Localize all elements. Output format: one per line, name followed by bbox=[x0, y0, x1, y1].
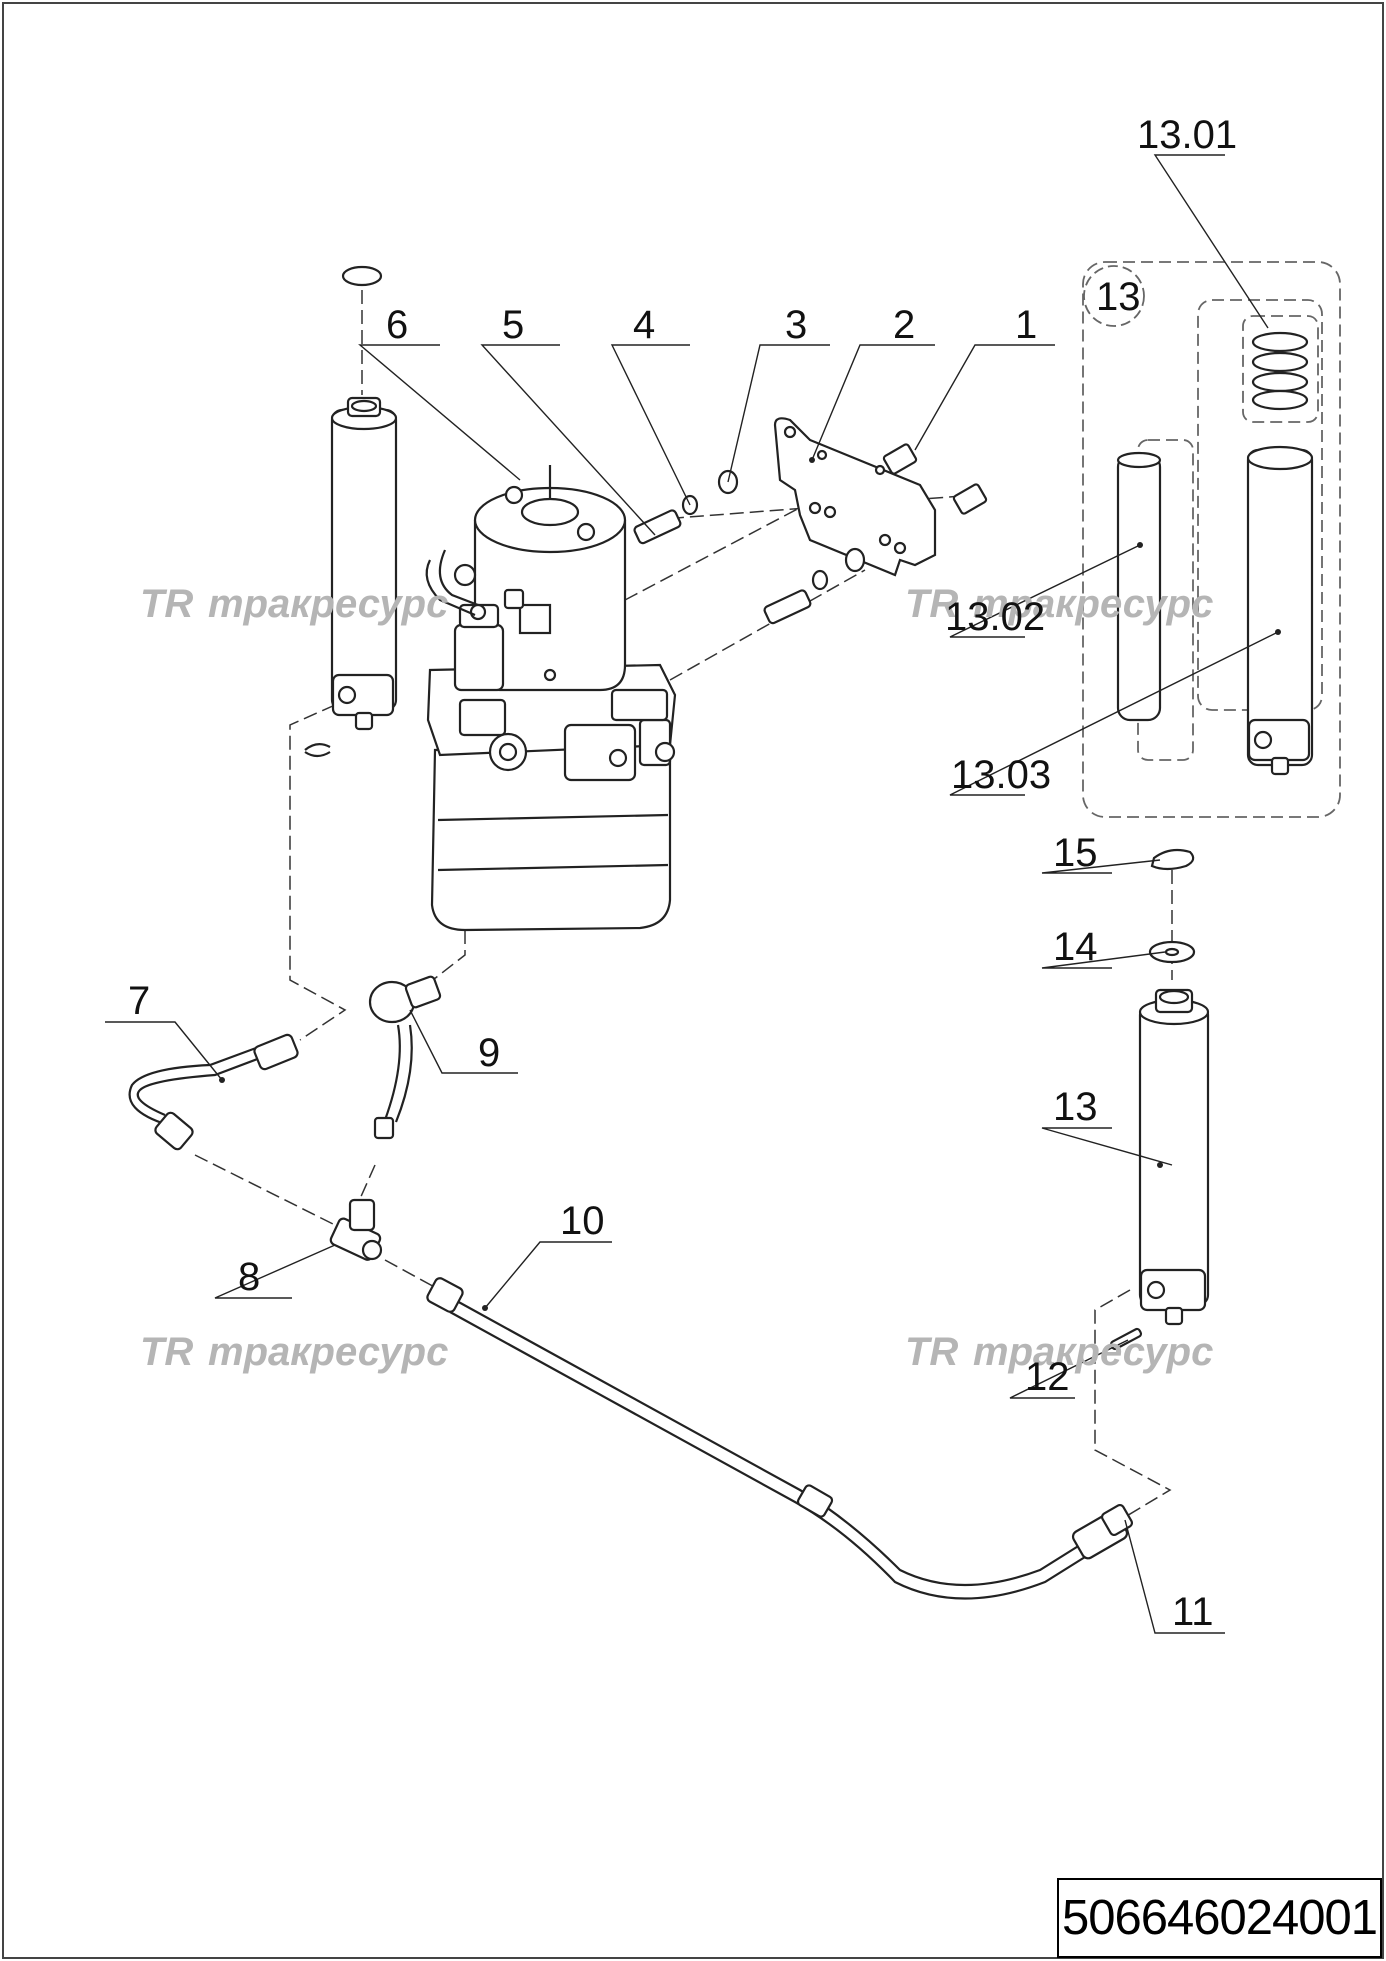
washer-left-top bbox=[341, 265, 383, 287]
leader-lines bbox=[105, 154, 1279, 1634]
callout-14: 14 bbox=[1053, 925, 1098, 969]
callout-9: 9 bbox=[478, 1031, 500, 1075]
svg-text:тракресурс: тракресурс bbox=[208, 1330, 448, 1374]
washer-3b bbox=[844, 547, 866, 573]
callout-12: 12 bbox=[1025, 1355, 1070, 1399]
callout-10: 10 bbox=[560, 1199, 605, 1243]
callout-13-02: 13.02 bbox=[945, 595, 1045, 639]
callout-6: 6 bbox=[386, 303, 408, 347]
svg-text:TR: TR bbox=[905, 1330, 958, 1374]
seal-kit-13-01 bbox=[1251, 331, 1309, 411]
fitting-11 bbox=[1071, 1503, 1134, 1560]
callout-5: 5 bbox=[502, 303, 524, 347]
assembly-lines bbox=[194, 290, 1173, 1521]
watermark-3: TR тракресурс bbox=[140, 1330, 448, 1374]
callout-15: 15 bbox=[1053, 831, 1098, 875]
cylinder-13 bbox=[1138, 988, 1210, 1326]
watermark-1: TR тракресурс bbox=[140, 582, 448, 626]
pipe-9-bolt bbox=[404, 975, 442, 1009]
hose-7-nut bbox=[154, 1111, 194, 1151]
svg-text:TR: TR bbox=[905, 582, 958, 626]
piston-rod-13-02 bbox=[1116, 451, 1162, 722]
callout-8: 8 bbox=[238, 1255, 260, 1299]
svg-text:TR: TR bbox=[140, 582, 193, 626]
callout-4: 4 bbox=[633, 303, 655, 347]
spring-washer-4b bbox=[811, 569, 829, 591]
callout-13: 13 bbox=[1053, 1085, 1098, 1129]
svg-text:тракресурс: тракресурс bbox=[208, 582, 448, 626]
motor-hose bbox=[425, 549, 479, 617]
pipe-9-end bbox=[373, 1116, 395, 1140]
hose-7-fitting bbox=[253, 1033, 299, 1071]
washer-15 bbox=[1150, 848, 1195, 871]
pipe-10-sleeve bbox=[796, 1484, 834, 1518]
group-13-marker bbox=[1083, 265, 1145, 327]
bolt-1 bbox=[882, 443, 988, 515]
pin-left bbox=[304, 743, 331, 758]
callout-13-group: 13 bbox=[1096, 275, 1141, 319]
callout-1: 1 bbox=[1015, 303, 1037, 347]
pump-tank bbox=[430, 743, 672, 932]
motor-hose-fitting bbox=[453, 563, 477, 587]
callout-13-03: 13.03 bbox=[951, 753, 1051, 797]
callout-13-01: 13.01 bbox=[1137, 113, 1237, 157]
callout-7: 7 bbox=[128, 979, 150, 1023]
cylinder-left bbox=[330, 396, 398, 731]
pump-motor bbox=[473, 465, 627, 692]
hose-7 bbox=[128, 1046, 261, 1127]
tee-fitting-8 bbox=[329, 1198, 383, 1261]
pipe-10-nut bbox=[426, 1277, 464, 1313]
cylinder-body-13-03 bbox=[1246, 445, 1314, 776]
leader-dots bbox=[219, 457, 1281, 1311]
watermark-2: TR тракресурс bbox=[905, 582, 1213, 626]
document-code: 506646024001 bbox=[1057, 1878, 1382, 1958]
watermark-4: TR тракресурс bbox=[905, 1330, 1213, 1374]
washer-14 bbox=[1148, 940, 1196, 964]
mounting-bracket bbox=[773, 417, 937, 577]
callout-3: 3 bbox=[785, 303, 807, 347]
callout-11: 11 bbox=[1172, 1590, 1214, 1634]
svg-text:TR: TR bbox=[140, 1330, 193, 1374]
callout-2: 2 bbox=[893, 303, 915, 347]
pipe-9 bbox=[383, 1024, 413, 1123]
bolt-5b bbox=[763, 589, 812, 625]
svg-text:тракресурс: тракресурс bbox=[973, 1330, 1213, 1374]
bolt-5 bbox=[633, 509, 682, 545]
svg-text:тракресурс: тракресурс bbox=[973, 582, 1213, 626]
